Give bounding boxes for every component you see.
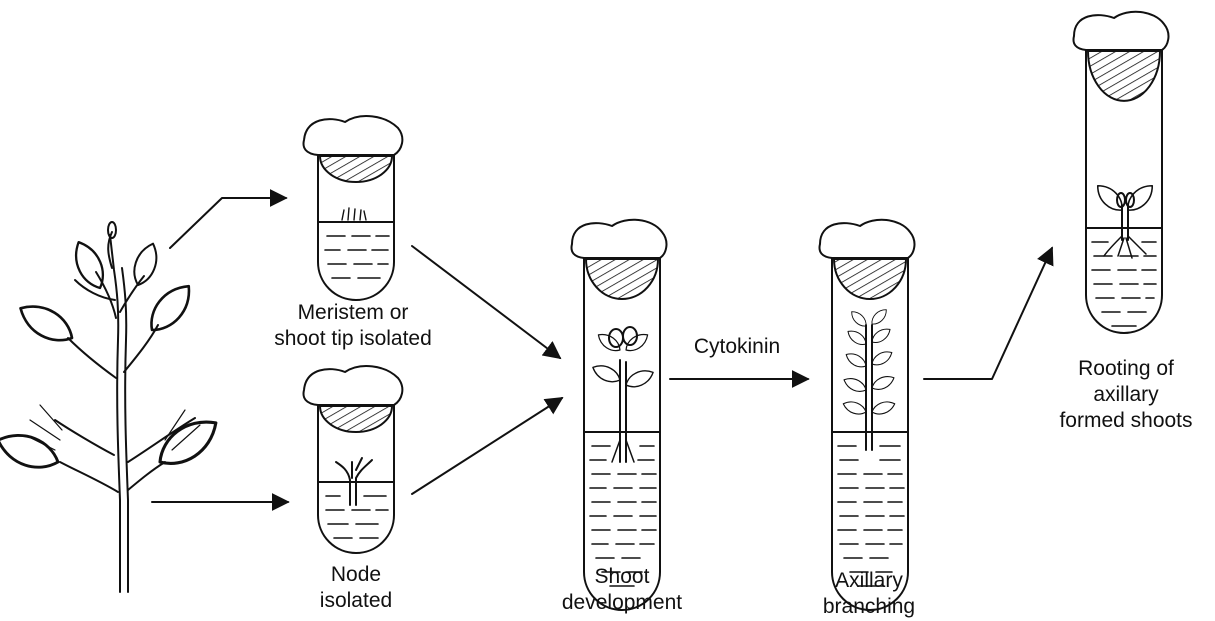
tube-node [304, 366, 403, 553]
label-rooting-line1: Rooting of [1040, 356, 1212, 382]
label-node-line2: isolated [296, 588, 416, 614]
arrow-axillary-to-rooting [924, 248, 1052, 379]
label-node-line1: Node [296, 562, 416, 588]
label-axillary-line2: branching [804, 594, 934, 620]
arrow-plant-to-meristem [170, 198, 286, 248]
source-plant [0, 222, 225, 592]
label-node: Node isolated [296, 562, 416, 614]
label-rooting-line2: axillary [1040, 382, 1212, 408]
tube-shoot-development [572, 220, 667, 610]
label-axillary-branching: Axillary branching [804, 568, 934, 620]
label-shoot-development: Shoot development [552, 564, 692, 616]
label-axillary-line1: Axillary [804, 568, 934, 594]
tube-meristem [304, 116, 403, 300]
label-shoot-line2: development [552, 590, 692, 616]
label-meristem: Meristem or shoot tip isolated [248, 300, 458, 352]
label-rooting: Rooting of axillary formed shoots [1040, 356, 1212, 434]
label-meristem-line2: shoot tip isolated [248, 326, 458, 352]
label-cytokinin: Cytokinin [672, 334, 802, 360]
tube-rooting [1074, 12, 1169, 333]
label-rooting-line3: formed shoots [1040, 408, 1212, 434]
arrow-node-to-shoot [412, 398, 562, 494]
label-shoot-line1: Shoot [552, 564, 692, 590]
label-meristem-line1: Meristem or [248, 300, 458, 326]
tube-axillary-branching [820, 220, 915, 610]
